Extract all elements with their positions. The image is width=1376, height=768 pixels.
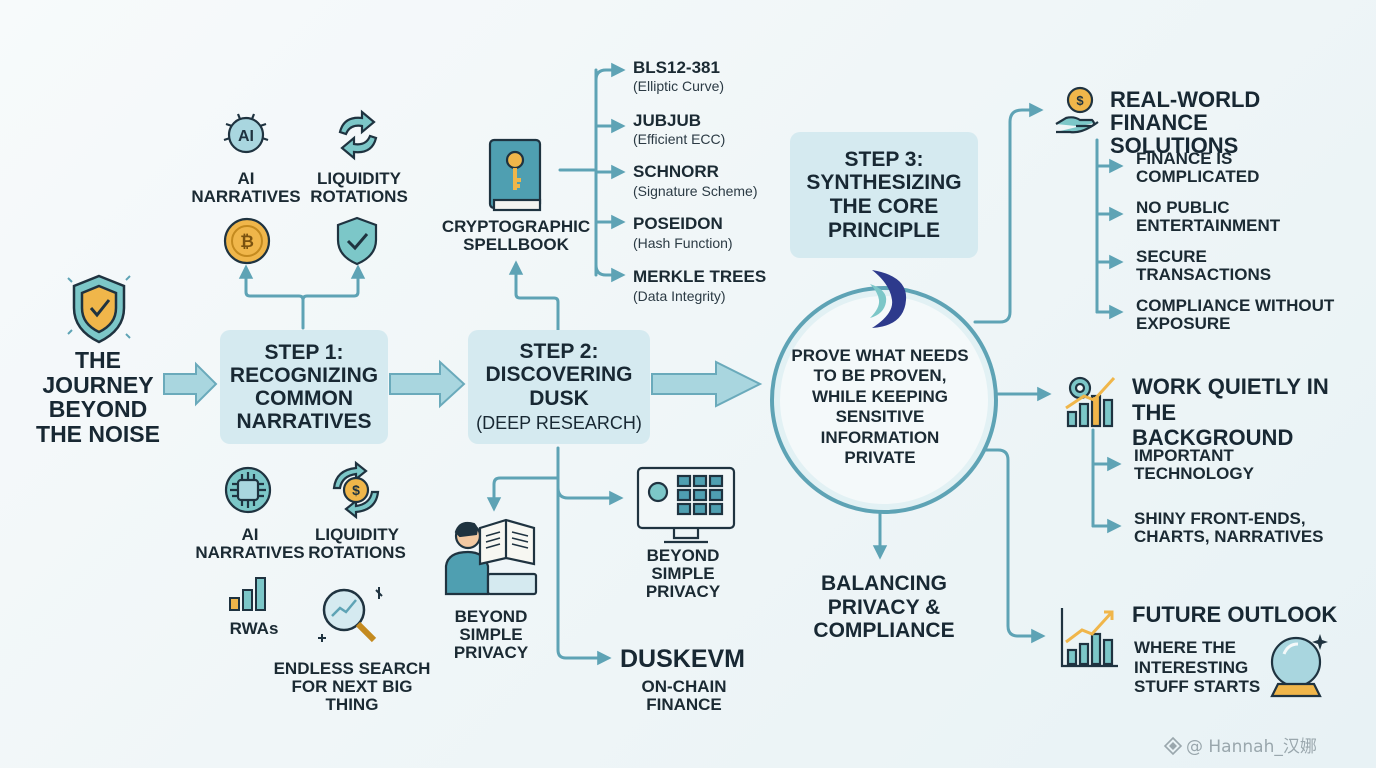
watermark-text: @ Hannah_汉娜 bbox=[1163, 732, 1317, 757]
svg-text:$: $ bbox=[352, 482, 360, 498]
primitive-desc-1: (Elliptic Curve) bbox=[633, 78, 725, 94]
coin-icon: ₿ bbox=[223, 217, 271, 265]
ai-chip-icon bbox=[224, 466, 272, 514]
shield-icon bbox=[67, 274, 131, 344]
primitive-name-5: MERKLE TREES bbox=[633, 267, 767, 286]
person-reading-icon bbox=[444, 518, 538, 596]
real-world-item-3: SECURE TRANSACTIONS bbox=[1136, 247, 1272, 285]
duskevm-subtitle: ON-CHAIN FINANCE bbox=[641, 677, 727, 715]
spellbook-key-icon bbox=[488, 138, 542, 212]
primitive-name-3: SCHNORR bbox=[633, 162, 719, 181]
svg-text:₿: ₿ bbox=[240, 232, 254, 251]
step1-top-ai-label: AI NARRATIVES bbox=[191, 169, 301, 207]
work-quietly-item-1: IMPORTANT TECHNOLOGY bbox=[1134, 446, 1254, 484]
step1-bottom-rwas-label: RWAs bbox=[229, 619, 279, 638]
primitive-desc-5: (Data Integrity) bbox=[633, 288, 726, 304]
real-world-item-2: NO PUBLIC ENTERTAINMENT bbox=[1136, 198, 1281, 236]
shield-check-icon bbox=[336, 216, 378, 266]
future-subtitle: WHERE THE INTERESTING STUFF STARTS bbox=[1134, 638, 1261, 697]
watermark-handle: @ Hannah_汉娜 bbox=[1186, 737, 1317, 757]
spellbook-label: CRYPTOGRAPHIC SPELLBOOK bbox=[441, 217, 591, 255]
real-world-item-4: COMPLIANCE WITHOUT EXPOSURE bbox=[1136, 296, 1335, 334]
svg-text:$: $ bbox=[1076, 93, 1084, 108]
duskevm-title: DUSKEVM bbox=[620, 645, 746, 673]
ai-brain-icon: AI bbox=[223, 113, 269, 154]
balancing-label: BALANCING PRIVACY & COMPLIANCE bbox=[813, 572, 955, 643]
arrow-step2-to-step3 bbox=[651, 360, 763, 408]
step1-title: STEP 1: RECOGNIZING COMMON NARRATIVES bbox=[229, 340, 379, 434]
watermark-logo-icon bbox=[1163, 736, 1183, 756]
step1-bottom-liquidity-label: LIQUIDITY ROTATIONS bbox=[308, 525, 406, 563]
monitor-grid-icon bbox=[636, 466, 736, 544]
step2-box: STEP 2: DISCOVERING DUSK (DEEP RESEARCH) bbox=[468, 330, 650, 444]
rotation-arrows-icon bbox=[338, 109, 378, 161]
bar-chart-icon bbox=[229, 577, 266, 611]
work-quietly-title: WORK QUIETLY IN THE BACKGROUND bbox=[1132, 374, 1329, 451]
dusk-logo-icon bbox=[870, 270, 907, 328]
step3-title: STEP 3: SYNTHESIZING THE CORE PRINCIPLE bbox=[806, 147, 962, 242]
primitive-name-1: BLS12-381 bbox=[633, 58, 720, 77]
coin-rotation-icon: $ bbox=[332, 460, 380, 520]
future-title: FUTURE OUTLOOK bbox=[1132, 602, 1338, 627]
gear-growth-icon bbox=[1065, 376, 1116, 428]
core-principle-text: PROVE WHAT NEEDS TO BE PROVEN, WHILE KEE… bbox=[791, 346, 969, 467]
crystal-ball-icon bbox=[1270, 634, 1328, 698]
rising-chart-icon bbox=[1060, 608, 1118, 668]
primitive-desc-4: (Hash Function) bbox=[633, 235, 733, 251]
arrow-step1-to-step2 bbox=[389, 359, 466, 409]
real-world-title: REAL-WORLD FINANCE SOLUTIONS bbox=[1110, 87, 1261, 159]
step1-box: STEP 1: RECOGNIZING COMMON NARRATIVES bbox=[220, 330, 388, 444]
primitive-desc-2: (Efficient ECC) bbox=[633, 131, 726, 147]
real-world-item-1: FINANCE IS COMPLICATED bbox=[1136, 149, 1260, 187]
magnifier-chart-icon bbox=[318, 587, 383, 643]
work-quietly-item-2: SHINY FRONT-ENDS, CHARTS, NARRATIVES bbox=[1134, 509, 1324, 547]
step3-box: STEP 3: SYNTHESIZING THE CORE PRINCIPLE bbox=[790, 132, 978, 258]
step1-bottom-search-label: ENDLESS SEARCH FOR NEXT BIG THING bbox=[273, 659, 431, 715]
primitive-name-4: POSEIDON bbox=[633, 214, 723, 233]
step2-title: STEP 2: DISCOVERING DUSK bbox=[485, 340, 633, 410]
hand-coin-icon: $ bbox=[1055, 86, 1099, 134]
journey-title: THE JOURNEY BEYOND THE NOISE bbox=[36, 347, 160, 447]
primitive-name-2: JUBJUB bbox=[633, 111, 702, 130]
arrow-title-to-step1 bbox=[163, 361, 218, 407]
svg-text:AI: AI bbox=[238, 128, 254, 145]
step1-top-liquidity-label: LIQUIDITY ROTATIONS bbox=[310, 169, 408, 207]
privacy-right-label: BEYOND SIMPLE PRIVACY bbox=[645, 546, 721, 602]
primitive-desc-3: (Signature Scheme) bbox=[633, 183, 758, 199]
step2-subtitle: (DEEP RESEARCH) bbox=[476, 412, 642, 433]
privacy-left-label: BEYOND SIMPLE PRIVACY bbox=[453, 607, 529, 663]
step1-bottom-ai-label: AI NARRATIVES bbox=[195, 525, 305, 563]
